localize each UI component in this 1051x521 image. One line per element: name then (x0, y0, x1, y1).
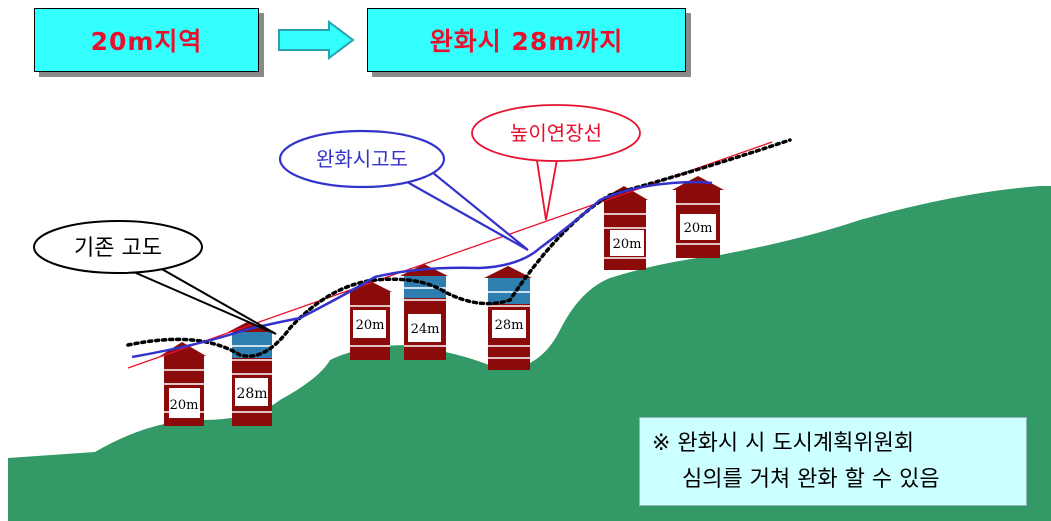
building-5: 28m (484, 266, 532, 370)
right-arrow-icon (278, 20, 355, 60)
buildings-group: 20m 28m 20m 24m (160, 176, 724, 426)
building-1: 20m (160, 342, 206, 426)
note-line-2: 심의를 거쳐 완화 할 수 있음 (682, 467, 940, 492)
building-6: 20m (600, 186, 648, 270)
building-3-label: 20m (356, 318, 385, 333)
relaxed-height-callout: 완화시고도 (278, 129, 529, 251)
building-3: 20m (346, 280, 392, 360)
relaxed-28m-label: 완화시 28m까지 (429, 27, 624, 56)
existing-height-callout: 기존 고도 (33, 220, 277, 335)
extension-line-callout: 높이연장선 (471, 104, 641, 221)
building-7: 20m (672, 176, 724, 258)
extension-line-callout-text: 높이연장선 (510, 121, 602, 145)
building-2: 28m (228, 320, 274, 426)
relaxed-28m-box: 완화시 28m까지 (367, 8, 686, 72)
relaxed-height-callout-text: 완화시고도 (316, 147, 408, 171)
relaxed-height-line (131, 180, 713, 359)
relaxation-note: ※ 완화시 시 도시계획위원회 심의를 거쳐 완화 할 수 있음 (639, 417, 1027, 506)
zone-20m-label: 20m지역 (90, 27, 203, 56)
building-6-label: 20m (613, 237, 642, 252)
building-4-label: 24m (411, 322, 440, 337)
building-7-label: 20m (684, 221, 713, 236)
building-1-label: 20m (170, 398, 199, 413)
building-2-label: 28m (236, 386, 267, 402)
zone-20m-box: 20m지역 (34, 8, 259, 72)
building-4: 24m (400, 264, 448, 360)
note-line-1: ※ 완화시 시 도시계획위원회 (652, 431, 915, 456)
building-5-label: 28m (495, 318, 524, 333)
existing-height-callout-text: 기존 고도 (74, 236, 162, 261)
